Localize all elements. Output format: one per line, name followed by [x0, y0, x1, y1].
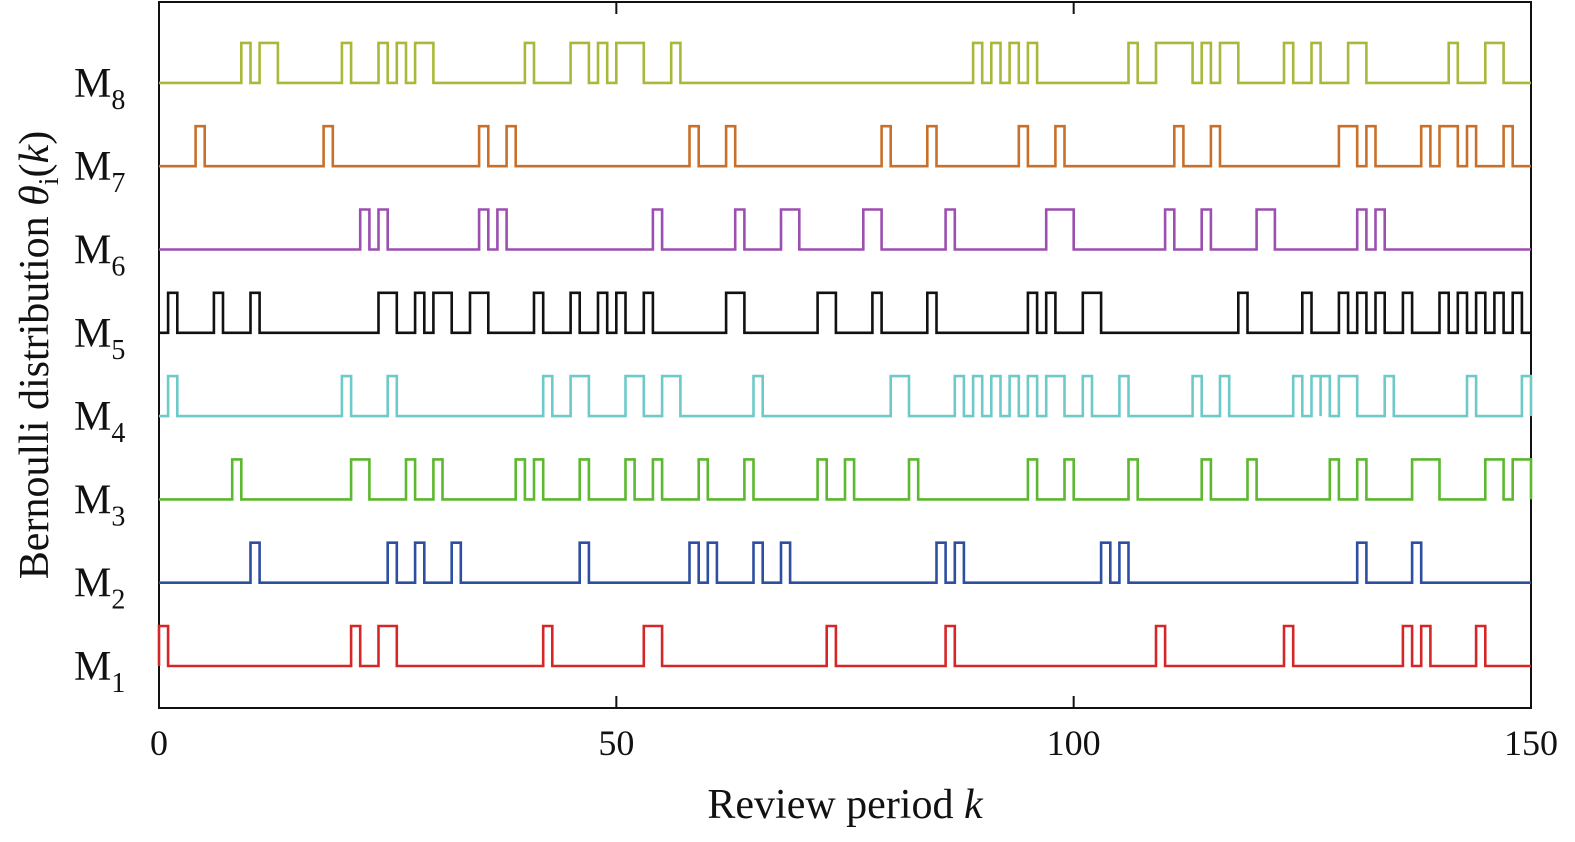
series-label-m5: M5	[74, 311, 125, 366]
series-line-m5	[159, 291, 1531, 335]
series-line-m4	[159, 374, 1533, 418]
series-label-m4: M4	[74, 394, 125, 449]
y-axis-label: Bernoulli distribution θi(k)	[12, 131, 65, 579]
series-label-m1: M1	[74, 644, 125, 699]
series-line-m6	[159, 208, 1531, 251]
series-line-m2	[159, 541, 1531, 584]
series-label-m7: M7	[74, 144, 125, 199]
series-line-m7	[159, 124, 1531, 168]
row-labels: M1 M2 M3 M4 M5 M6 M7 M8	[74, 61, 125, 699]
series-line-m8	[159, 41, 1531, 85]
x-tick-label-100: 100	[1047, 723, 1101, 763]
plot-frame	[158, 1, 1532, 709]
x-axis-ticks: 0 50 100 150	[150, 2, 1558, 763]
x-tick-label-50: 50	[598, 723, 634, 763]
series-label-m8: M8	[74, 61, 125, 116]
series-label-m3: M3	[74, 477, 125, 532]
series-label-m6: M6	[74, 228, 125, 283]
x-tick-label-0: 0	[150, 723, 168, 763]
series-line-m3	[159, 458, 1533, 501]
x-tick-label-150: 150	[1504, 723, 1558, 763]
series-label-m2: M2	[74, 561, 125, 616]
series-group	[157, 41, 1533, 668]
x-axis-label: Review period k	[707, 782, 984, 828]
series-line-m1	[157, 624, 1531, 668]
